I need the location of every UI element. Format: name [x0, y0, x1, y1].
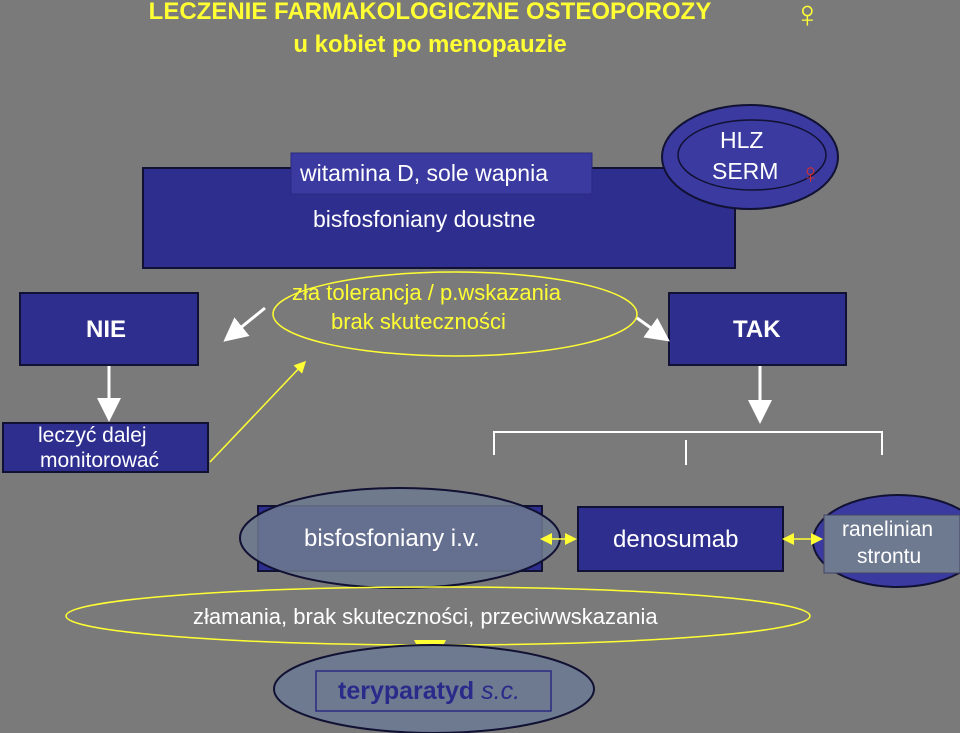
strontium-line1: ranelinian	[842, 518, 934, 541]
yes-label: TAK	[733, 316, 781, 343]
teriparatide-name: teryparatyd	[338, 677, 475, 705]
hrt-label: HLZ	[720, 127, 764, 153]
continue-box	[2, 422, 209, 473]
continue-line2: monitorować	[40, 449, 160, 472]
serm-label: SERM	[712, 158, 779, 184]
strontium-box	[823, 514, 960, 574]
title-line1: LECZENIE FARMAKOLOGICZNE OSTEOPOROZY	[148, 0, 712, 25]
female-symbol-icon: ♀	[793, 0, 822, 36]
denosumab-label: denosumab	[613, 526, 739, 553]
vitamin-box	[290, 152, 593, 195]
failure-label: złamania, brak skuteczności, przeciwwska…	[193, 604, 658, 629]
iv-bisphosphonates-label: bisfosfoniany i.v.	[304, 525, 480, 553]
teriparatide-label: teryparatyd s.c.	[338, 677, 520, 706]
teriparatide-box	[315, 670, 552, 712]
page-title: LECZENIE FARMAKOLOGICZNE OSTEOPOROZY	[80, 0, 780, 27]
vitamin-label: witamina D, sole wapnia	[300, 160, 549, 186]
title-line2: u kobiet po menopauzie	[293, 31, 567, 58]
decision-ellipse	[272, 271, 638, 357]
decision-line1: zła tolerancja / p.wskazania	[292, 280, 562, 305]
female-symbol-icon-small: ♀	[800, 158, 821, 189]
strontium-line2: strontu	[857, 545, 922, 568]
decision-line2: brak skuteczności	[331, 309, 506, 334]
iv-bisphosphonates-text: bisfosfoniany i.v.	[304, 525, 480, 552]
oral-bisphosphonates-label: bisfosfoniany doustne	[313, 206, 536, 232]
teriparatide-route: s.c.	[481, 677, 521, 705]
yes-box	[668, 292, 847, 366]
no-box	[19, 292, 199, 366]
options-bracket	[493, 431, 883, 455]
page-subtitle: u kobiet po menopauzie	[80, 30, 780, 60]
no-label: NIE	[86, 316, 127, 343]
hrt-ellipse-inner	[677, 119, 827, 191]
continue-line1: leczyć dalej	[38, 424, 147, 447]
